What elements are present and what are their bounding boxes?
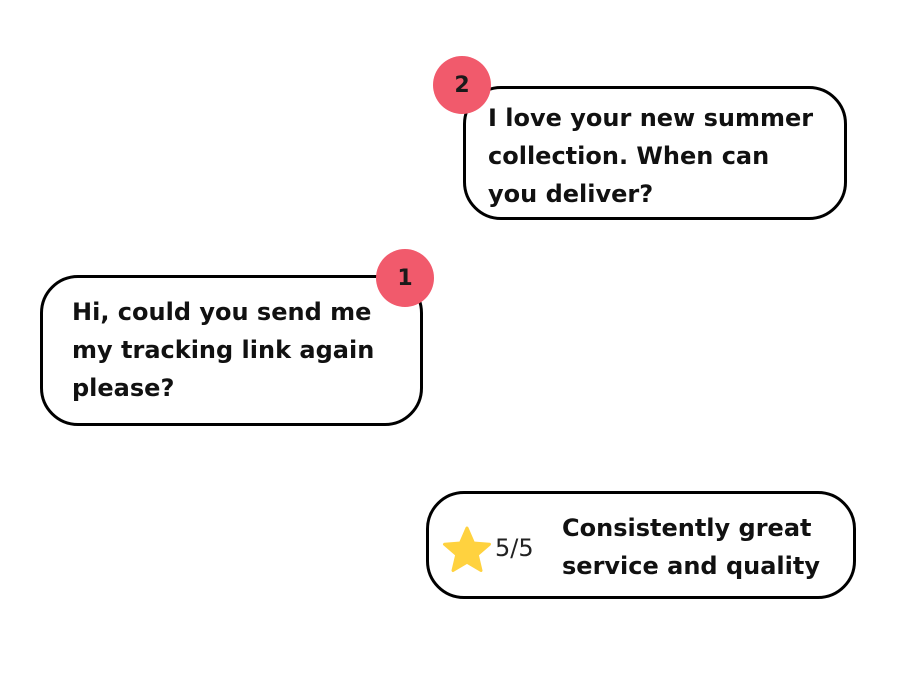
- message-text-1: Hi, could you send me my tracking link a…: [72, 298, 375, 402]
- message-bubble-1: Hi, could you send me my tracking link a…: [40, 275, 423, 426]
- review-bubble: 5/5 Consistently great service and quali…: [426, 491, 856, 599]
- message-text-2: I love your new summer collection. When …: [488, 104, 814, 208]
- message-bubble-2: I love your new summer collection. When …: [463, 86, 847, 220]
- star-icon: [443, 526, 491, 572]
- review-text: Consistently great service and quality: [562, 514, 820, 580]
- message-number-badge-1: 1: [376, 249, 434, 307]
- message-number-badge-2: 2: [433, 56, 491, 114]
- review-rating: 5/5: [495, 534, 534, 562]
